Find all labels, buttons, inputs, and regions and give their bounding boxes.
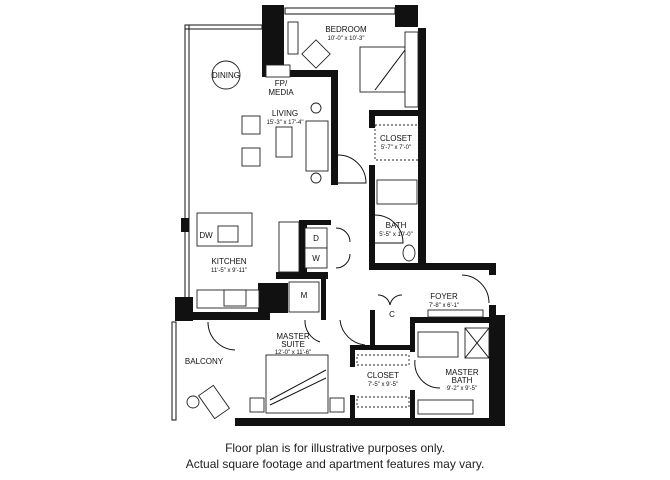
washer-label: W — [312, 254, 320, 263]
dryer-label: D — [313, 234, 319, 243]
master-bath-label-1: MASTER — [445, 368, 479, 377]
foyer-label: FOYER — [430, 292, 458, 301]
master-bath-label-2: BATH — [452, 376, 473, 385]
sofa — [305, 120, 329, 172]
mech-label: M — [301, 291, 308, 300]
dining-table — [211, 60, 241, 90]
master-suite-label-1: MASTER — [276, 332, 310, 341]
fp-label: FP/ — [275, 79, 288, 88]
master-bath-dims: 9'-2" x 9'-5" — [447, 386, 477, 392]
master-suite-label-2: SUITE — [281, 340, 305, 349]
coat-closet-label: C — [389, 310, 395, 319]
bedroom-dims: 10'-0" x 10'-3" — [328, 36, 365, 42]
furniture — [186, 21, 490, 420]
room-labels: BEDROOM 10'-0" x 10'-3" DINING FP/ MEDIA… — [185, 25, 479, 392]
kitchen-label: KITCHEN — [211, 257, 246, 266]
master-closet-label: CLOSET — [367, 371, 399, 380]
disclaimer-line-2: Actual square footage and apartment feat… — [185, 457, 485, 471]
living-label: LIVING — [272, 109, 298, 118]
bath-label: BATH — [386, 221, 407, 230]
kitchen-dims: 11'-5" x 9'-11" — [211, 268, 247, 274]
disclaimer-line-1: Floor plan is for illustrative purposes … — [225, 441, 445, 455]
bed — [359, 46, 406, 93]
master-suite-dims: 12'-0" x 11'-6" — [275, 350, 311, 356]
closet-label: CLOSET — [380, 134, 412, 143]
dw-label: DW — [199, 231, 213, 240]
balcony-label: BALCONY — [185, 357, 224, 366]
master-bed — [265, 354, 329, 414]
foyer-dims: 7'-8" x 6'-1" — [429, 303, 459, 309]
bath-dims: 5'-5" x 10'-0" — [379, 232, 413, 238]
doors — [207, 154, 490, 389]
bedroom-label: BEDROOM — [325, 25, 367, 34]
media-label: MEDIA — [268, 88, 294, 97]
dining-label: DINING — [212, 71, 240, 80]
closet-dims: 5'-7" x 7'-0" — [381, 145, 411, 151]
tub — [376, 179, 418, 205]
walls — [175, 5, 505, 426]
master-closet-dims: 7'-5" x 9'-5" — [368, 382, 398, 388]
living-dims: 15'-3" x 17'-4" — [267, 120, 304, 126]
